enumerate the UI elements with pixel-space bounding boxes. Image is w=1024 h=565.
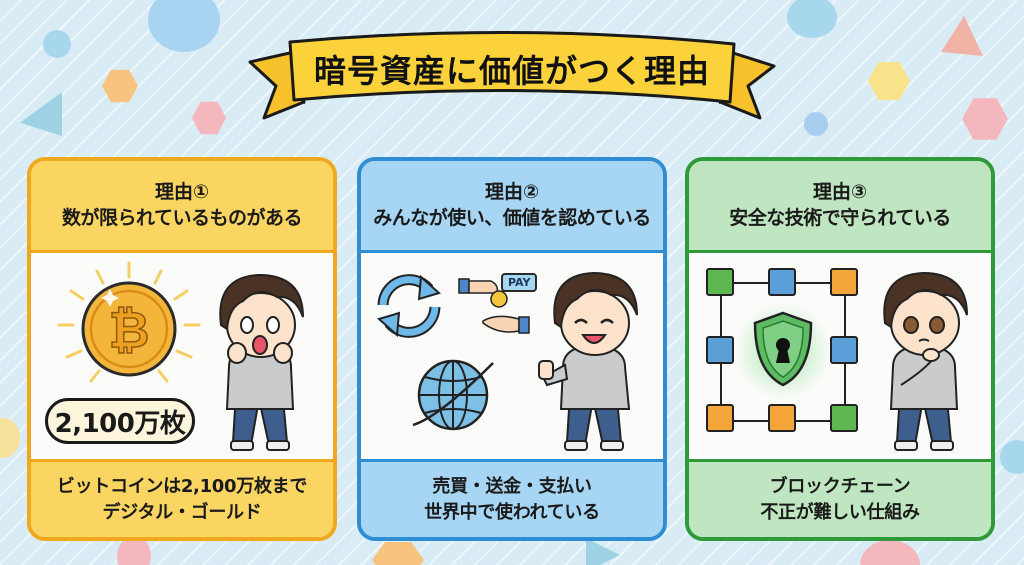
card-illustration: PAY <box>361 253 663 459</box>
reason-number: 理由③ <box>812 180 868 203</box>
thinking-boy-character <box>883 271 968 451</box>
decor-circle <box>148 0 220 52</box>
footer-line-2: 不正が難しい仕組み <box>760 501 920 523</box>
shield-lock-icon <box>753 311 813 387</box>
reason-card-2: 理由② みんなが使い、価値を認めている PAY <box>357 157 667 541</box>
footer-line-1: 売買・送金・支払い <box>432 476 592 498</box>
decor-triangle <box>20 92 62 136</box>
decor-hexagon <box>372 542 424 565</box>
decor-circle <box>43 30 71 58</box>
decor-circle <box>860 540 920 565</box>
decor-circle <box>0 418 20 458</box>
decor-hexagon <box>868 62 910 100</box>
globe-icon <box>412 359 494 431</box>
reason-heading: 安全な技術で守られている <box>729 206 951 229</box>
title-ribbon: 暗号資産に価値がつく理由 <box>246 22 778 122</box>
reason-heading: 数が限られているものがある <box>62 206 302 229</box>
footer-line-1: ビットコインは2,100万枚まで <box>56 476 308 498</box>
card-header: 理由① 数が限られているものがある <box>31 161 333 253</box>
decor-circle <box>1000 440 1024 474</box>
reason-card-3: 理由③ 安全な技術で守られている <box>685 157 995 541</box>
blockchain-network-icon <box>706 268 858 432</box>
decor-circle <box>787 0 837 38</box>
decor-hexagon <box>102 69 138 103</box>
footer-line-1: ブロックチェーン <box>769 476 911 498</box>
bitcoin-coin-icon: ₿ <box>57 261 201 383</box>
reason-number: 理由② <box>484 180 540 203</box>
page-title: 暗号資産に価値がつく理由 <box>313 52 710 90</box>
footer-line-2: デジタル・ゴールド <box>102 501 262 523</box>
reason-heading: みんなが使い、価値を認めている <box>373 206 651 229</box>
payment-hands-icon <box>458 278 530 334</box>
decor-hexagon <box>192 101 226 135</box>
surprised-boy-character <box>219 273 304 451</box>
card-footer: ビットコインは2,100万枚まで デジタル・ゴールド <box>31 459 333 537</box>
decor-circle <box>804 112 828 136</box>
supply-speech-bubble: 2,100万枚 <box>45 398 195 444</box>
card-footer: 売買・送金・支払い 世界中で使われている <box>361 459 663 537</box>
thumbs-up-boy-character <box>538 271 638 451</box>
card-header: 理由③ 安全な技術で守られている <box>689 161 991 253</box>
reason-card-1: 理由① 数が限られているものがある ₿ 2,100万枚 <box>27 157 337 541</box>
reason-number: 理由① <box>154 180 210 203</box>
card-illustration: ₿ 2,100万枚 <box>31 253 333 459</box>
svg-text:₿: ₿ <box>109 301 150 359</box>
decor-triangle <box>586 538 620 565</box>
card-footer: ブロックチェーン 不正が難しい仕組み <box>689 459 991 537</box>
footer-line-2: 世界中で使われている <box>424 501 600 523</box>
ribbon-banner-icon <box>248 30 776 120</box>
card-header: 理由② みんなが使い、価値を認めている <box>361 161 663 253</box>
exchange-arrows-icon <box>376 274 442 338</box>
card-illustration <box>689 253 991 459</box>
decor-hexagon <box>962 98 1008 140</box>
decor-triangle <box>941 16 983 56</box>
pay-label: PAY <box>501 273 538 292</box>
